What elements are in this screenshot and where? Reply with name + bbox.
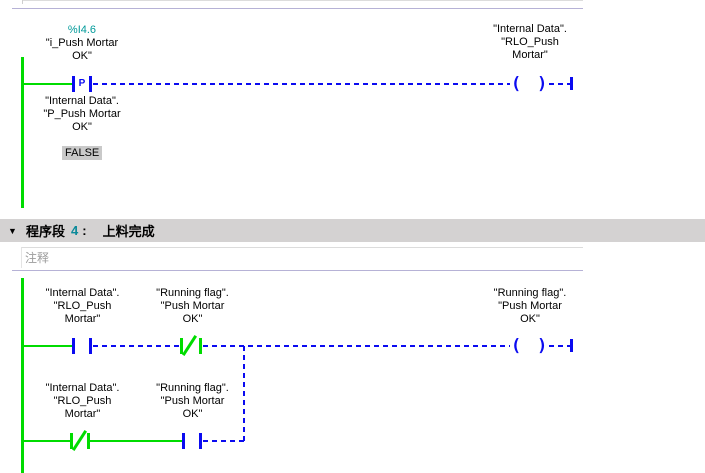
no-contact-bar[interactable]: [199, 433, 202, 449]
rung-end-tick: [570, 77, 573, 90]
nc-contact-bar[interactable]: [199, 338, 202, 354]
operand-label-rlo-push-mortar[interactable]: "Internal Data". "RLO_Push Mortar": [45, 287, 120, 325]
wire-active: [24, 345, 72, 347]
wire-inactive: [93, 345, 179, 347]
network-colon: :: [82, 223, 87, 238]
operand-label-p-push-mortar[interactable]: "Internal Data". "P_Push Mortar OK": [43, 95, 121, 133]
coil-left-paren[interactable]: (: [511, 74, 522, 94]
monitor-value-badge: FALSE: [62, 146, 103, 160]
coil-right-paren[interactable]: ): [537, 74, 548, 94]
operand-label-rlo-push-mortar[interactable]: "Internal Data". "RLO_Push Mortar": [45, 382, 120, 420]
prev-network-border-tick: [22, 0, 23, 4]
p-edge-contact-bar[interactable]: [89, 76, 92, 92]
nc-contact-bar[interactable]: [70, 433, 73, 449]
operand-label-push-mortar-ok[interactable]: "Running flag". "Push Mortar OK": [156, 382, 229, 420]
wire-active: [90, 440, 182, 442]
operand-label-push-mortar-ok[interactable]: "Running flag". "Push Mortar OK": [156, 287, 229, 325]
wire-inactive: [203, 345, 510, 347]
nc-contact-slash: [71, 430, 88, 451]
network-header-bar[interactable]: ▼ 程序段 4 : 上料完成: [0, 219, 705, 242]
p-edge-label: P: [78, 78, 86, 89]
nc-contact-slash: [181, 335, 198, 356]
network-comment-input[interactable]: 注释: [21, 247, 583, 268]
rung-end-tick: [570, 339, 573, 352]
coil-right-paren[interactable]: ): [537, 336, 548, 356]
network-number: 4: [71, 223, 79, 238]
coil-left-paren[interactable]: (: [511, 336, 522, 356]
operand-label-coil-push-mortar-ok[interactable]: "Running flag". "Push Mortar OK": [493, 287, 567, 325]
collapse-triangle-icon[interactable]: ▼: [8, 225, 17, 236]
prev-comment-separator: [12, 8, 583, 9]
network-prefix: 程序段: [26, 224, 66, 239]
wire-inactive: [93, 83, 510, 85]
no-contact-bar[interactable]: [89, 338, 92, 354]
wire-inactive: [549, 83, 570, 85]
wire-inactive: [203, 440, 245, 442]
operand-label-rlo-push-mortar[interactable]: "Internal Data". "RLO_Push Mortar": [493, 23, 567, 61]
wire-inactive: [549, 345, 570, 347]
prev-network-top-border: [22, 0, 583, 1]
nc-contact-bar[interactable]: [87, 433, 90, 449]
operand-address: %I4.6: [67, 24, 97, 36]
power-rail-net4: [21, 278, 24, 473]
nc-contact-bar[interactable]: [180, 338, 183, 354]
no-contact-bar[interactable]: [182, 433, 185, 449]
comment-separator: [12, 270, 583, 271]
power-rail-net3: [21, 57, 24, 208]
wire-active: [24, 440, 70, 442]
network-title[interactable]: 上料完成: [102, 224, 155, 239]
no-contact-bar[interactable]: [72, 338, 75, 354]
branch-wire-inactive: [243, 346, 245, 442]
operand-label-i-push-mortar[interactable]: %I4.6 "i_Push Mortar OK": [22, 24, 142, 63]
p-edge-contact[interactable]: [72, 76, 75, 92]
wire-active: [24, 83, 72, 85]
